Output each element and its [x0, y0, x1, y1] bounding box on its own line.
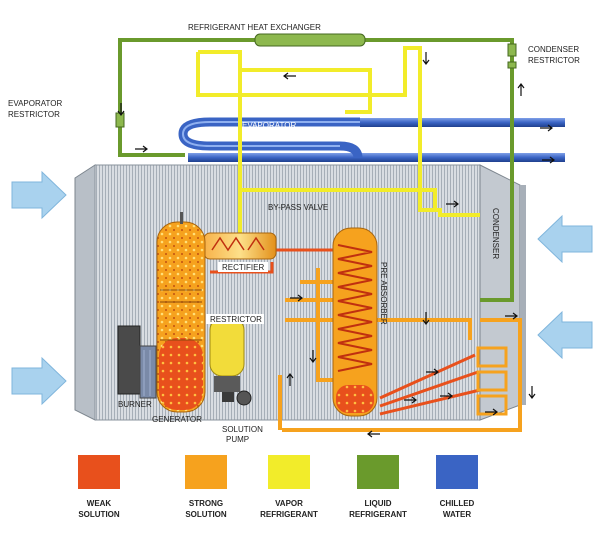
flow-arrow-down — [422, 52, 430, 65]
bypass-valve-tank — [203, 232, 277, 260]
pre-absorber-column — [332, 227, 378, 417]
solution-pump-label: PUMP — [226, 435, 249, 444]
flow-arrow-down — [117, 103, 125, 116]
bypass-valve-label: BY-PASS VALVE — [268, 203, 328, 212]
legend-label: WATER — [443, 510, 472, 519]
legend-swatch-vapor-refrigerant — [268, 455, 310, 489]
legend-label: SOLUTION — [185, 510, 227, 519]
legend-label: CHILLED — [440, 499, 475, 508]
evaporator-restrictor-label: EVAPORATOR — [8, 99, 62, 108]
flow-arrow-right — [404, 396, 417, 404]
flow-arrow-down — [422, 312, 430, 325]
legend-label: STRONG — [189, 499, 223, 508]
restrictor-label: RESTRICTOR — [210, 315, 262, 324]
generator-column — [156, 212, 206, 413]
airflow-in-arrow-bottom-right — [537, 310, 593, 360]
condenser-vertical-label: CONDENSER — [491, 208, 500, 259]
refrigerant-heat-exchanger-shell — [254, 33, 366, 47]
legend-label: SOLUTION — [78, 510, 120, 519]
rectifier-label: RECTIFIER — [222, 263, 264, 272]
solution-pump — [209, 317, 252, 406]
burner-label: BURNER — [118, 400, 152, 409]
flow-arrow-right — [135, 145, 148, 153]
flow-arrow-up — [286, 373, 294, 386]
flow-arrow-left — [540, 124, 553, 132]
legend-label: WEAK — [87, 499, 112, 508]
flow-arrows — [117, 52, 555, 438]
legend-swatch-liquid-refrigerant — [357, 455, 399, 489]
chilled-water-lines — [178, 117, 565, 162]
condenser-restrictor-fitting — [507, 43, 517, 57]
airflow-in-arrow-top-right — [537, 214, 593, 264]
evaporator-restrictor-fitting — [115, 112, 125, 128]
flow-arrow-right — [505, 312, 518, 320]
flow-arrow-up — [517, 83, 525, 96]
airflow-arrows — [11, 170, 593, 406]
pre-absorber-vertical-label: PRE ABSORBER — [379, 262, 388, 325]
condenser-restrictor-label: CONDENSER — [528, 45, 579, 54]
flow-arrow-right — [542, 156, 555, 164]
evaporator-restrictor-label: RESTRICTOR — [8, 110, 60, 119]
vapor-refrigerant-lines — [196, 46, 480, 235]
evaporator-label: EVAPORATOR — [242, 121, 296, 130]
legend: WEAK SOLUTION STRONG SOLUTION VAPOR REFR… — [78, 455, 478, 519]
legend-swatch-strong-solution — [185, 455, 227, 489]
flow-arrow-right — [440, 392, 453, 400]
flow-arrow-left — [283, 72, 296, 80]
flow-arrow-down — [309, 350, 317, 363]
condenser-restrictor-fitting — [507, 61, 517, 69]
flow-arrow-left — [485, 408, 498, 416]
legend-label: REFRIGERANT — [260, 510, 318, 519]
condenser-restrictor-label: RESTRICTOR — [528, 56, 580, 65]
legend-swatch-chilled-water — [436, 455, 478, 489]
solution-pump-label: SOLUTION — [222, 425, 263, 434]
flow-arrow-right — [290, 294, 303, 302]
flow-arrow-right — [446, 200, 459, 208]
flow-arrow-left — [367, 430, 380, 438]
legend-label: VAPOR — [275, 499, 303, 508]
legend-label: LIQUID — [364, 499, 391, 508]
restrictor-fittings — [115, 33, 517, 128]
flow-arrow-right — [426, 368, 439, 376]
burner — [117, 325, 157, 399]
refrigerant-heat-exchanger-label: REFRIGERANT HEAT EXCHANGER — [188, 23, 321, 32]
flow-arrow-down — [528, 386, 536, 399]
generator-label: GENERATOR — [152, 415, 202, 424]
legend-label: REFRIGERANT — [349, 510, 407, 519]
airflow-in-arrow-bottom-left — [11, 356, 67, 406]
airflow-in-arrow-top-left — [11, 170, 67, 220]
legend-swatch-weak-solution — [78, 455, 120, 489]
absorber-coil-header — [476, 346, 508, 416]
